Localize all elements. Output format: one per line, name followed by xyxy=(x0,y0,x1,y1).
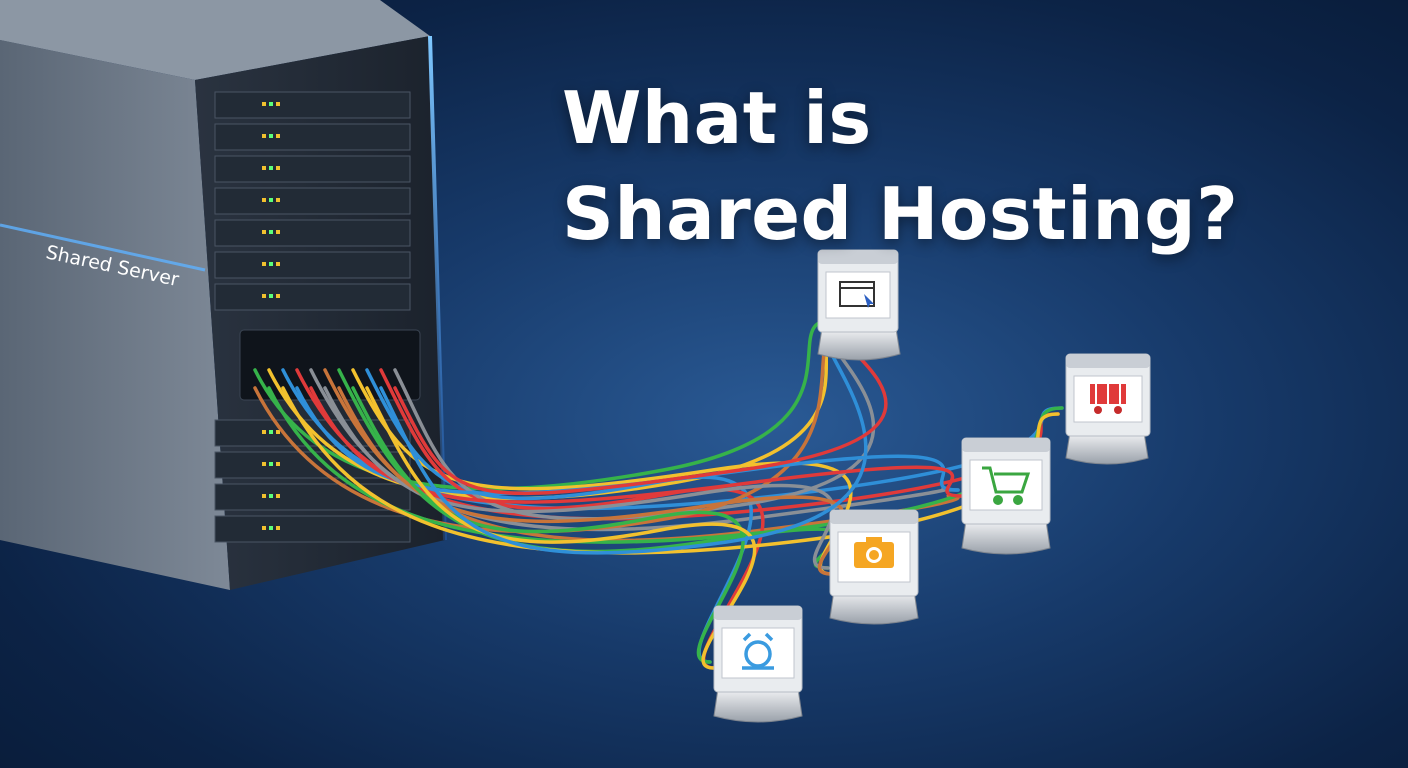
status-led xyxy=(262,294,266,298)
network-cable xyxy=(253,318,834,491)
status-led xyxy=(262,526,266,530)
pod-stand xyxy=(817,327,901,361)
website-shop-green xyxy=(961,437,1051,555)
status-led xyxy=(262,230,266,234)
status-led xyxy=(276,230,280,234)
status-led xyxy=(269,230,273,234)
network-cable xyxy=(253,324,848,534)
network-cable xyxy=(323,386,835,570)
status-led xyxy=(262,462,266,466)
shopping-cart-icon-green xyxy=(982,466,1031,505)
network-cable xyxy=(281,386,1060,555)
status-led xyxy=(276,294,280,298)
status-led xyxy=(269,166,273,170)
network-cable xyxy=(393,324,888,495)
server-side-panel xyxy=(0,40,230,590)
network-cable xyxy=(379,318,868,555)
status-led xyxy=(262,262,266,266)
status-led xyxy=(262,134,266,138)
server-glow-edge xyxy=(428,35,447,541)
network-cable xyxy=(337,386,846,576)
status-led xyxy=(262,166,266,170)
pod-stand xyxy=(713,687,803,723)
status-led xyxy=(269,102,273,106)
status-led xyxy=(269,134,273,138)
status-led xyxy=(276,526,280,530)
rack-unit xyxy=(214,251,411,279)
headline-line-2: Shared Hosting? xyxy=(562,172,1239,256)
status-led xyxy=(262,430,266,434)
pod-stand xyxy=(961,519,1051,555)
rack-unit xyxy=(214,123,411,151)
status-led xyxy=(276,430,280,434)
website-alarm xyxy=(713,605,803,723)
status-led xyxy=(269,462,273,466)
status-led xyxy=(276,462,280,466)
status-led xyxy=(269,198,273,202)
status-led xyxy=(269,494,273,498)
network-cable xyxy=(309,386,964,504)
server-top xyxy=(0,0,430,80)
status-led xyxy=(262,102,266,106)
status-led xyxy=(269,430,273,434)
website-browser xyxy=(817,249,901,361)
rack-unit xyxy=(214,155,411,183)
network-cable xyxy=(351,386,745,664)
headline: What is Shared Hosting? xyxy=(562,70,1238,262)
website-camera xyxy=(829,509,919,625)
rack-unit xyxy=(214,515,411,543)
status-led xyxy=(269,294,273,298)
pod-stand xyxy=(1065,431,1149,465)
browser-window-icon xyxy=(839,281,875,308)
rack-unit xyxy=(214,219,411,247)
status-led xyxy=(262,198,266,202)
server-glow-stripe xyxy=(0,223,206,272)
network-cables xyxy=(253,318,1064,670)
pod-stand xyxy=(829,589,919,625)
camera-icon xyxy=(854,537,894,568)
status-led xyxy=(276,494,280,498)
status-led xyxy=(276,198,280,202)
website-shop-red xyxy=(1065,353,1151,465)
status-led xyxy=(262,494,266,498)
status-led xyxy=(276,102,280,106)
shopping-cart-icon-red xyxy=(1090,384,1126,414)
status-led xyxy=(276,166,280,170)
status-led xyxy=(269,526,273,530)
alarm-clock-icon xyxy=(742,632,774,670)
status-led xyxy=(269,262,273,266)
rack-unit xyxy=(214,187,411,215)
status-led xyxy=(276,134,280,138)
headline-line-1: What is xyxy=(562,76,872,160)
rack-unit xyxy=(214,283,411,311)
rack-unit xyxy=(214,91,411,119)
status-led xyxy=(276,262,280,266)
